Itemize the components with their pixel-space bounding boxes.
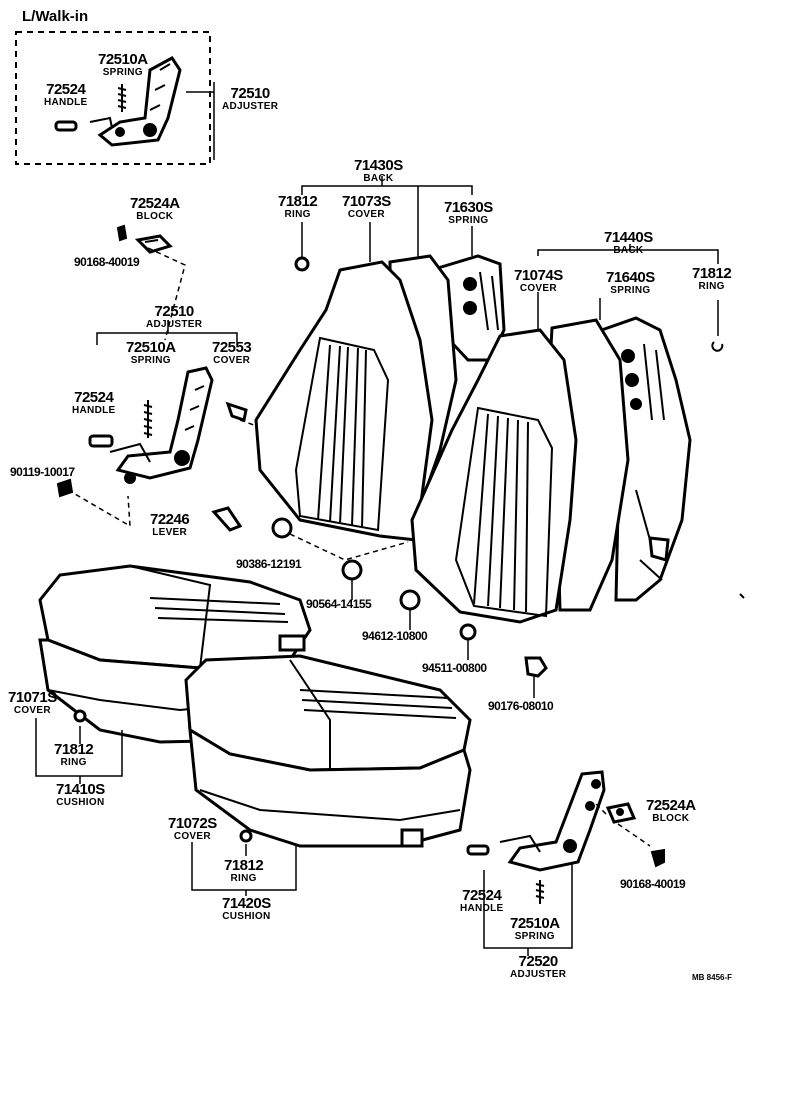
right-cushion-bracket [191,842,297,896]
left-back-spring-frame-drawing [436,254,506,362]
page-title: L/Walk-in [22,8,89,25]
nut-90386-drawing [271,517,293,539]
inset-spring-drawing [117,84,127,112]
inset-adjuster-drawing [89,56,182,147]
leaders-washers [351,580,535,698]
inset-leader-72510 [186,82,215,160]
left-block-dashed-leader [147,247,186,341]
left-cushion-bracket [35,718,123,784]
document-code: MB 8456-F [692,973,733,982]
nut-90176-drawing [524,656,548,678]
washer-94511-drawing [459,623,477,641]
left-cover-72553-drawing [225,401,248,422]
right-adjuster-drawing [499,770,606,872]
label-94511: 94511-00800 [422,661,487,675]
label-90176: 90176-08010 [488,699,554,713]
label-90168-right: 90168-40019 [620,877,686,891]
left-cushion-ring-drawing [73,709,87,723]
right-back-front-cover-drawing [410,328,578,624]
right-back-ring-drawing [711,341,724,352]
back-71430S-bracket [301,176,473,262]
right-spring-drawing [535,880,545,904]
left-screw-90119-drawing [56,478,74,498]
inset-handle-drawing [54,120,78,132]
back-71440S-bracket [537,244,719,336]
left-back-front-cover-drawing [254,260,434,542]
left-adjuster-bracket [96,320,238,345]
left-spring-drawing [143,400,153,438]
right-adjuster-bracket [483,862,573,956]
left-back-ring-drawing [294,256,310,272]
washer-94612-drawing [399,589,421,611]
label-90168-left: 90168-40019 [74,255,140,269]
lever-72246-drawing [211,506,243,532]
right-block-dashed-leader [595,803,651,847]
label-90564: 90564-14155 [306,597,372,611]
nut-90386-dashed-leader [289,533,409,561]
right-screw-90168-drawing [650,848,665,868]
walk-in-inset-box [15,31,211,165]
right-handle-drawing [466,844,490,856]
washer-90564-drawing [341,559,363,581]
label-90386: 90386-12191 [236,557,302,571]
left-adjuster-drawing [109,366,214,484]
right-block-drawing [605,802,637,824]
right-cushion-drawing [184,654,472,848]
label-90119: 90119-10017 [10,465,75,479]
left-handle-drawing [88,434,114,448]
label-94612: 94612-10800 [362,629,428,643]
right-cushion-ring-drawing [239,829,253,843]
edge-mark [739,593,745,599]
left-block-drawing [134,234,173,254]
left-screw-90168-drawing [116,224,128,242]
